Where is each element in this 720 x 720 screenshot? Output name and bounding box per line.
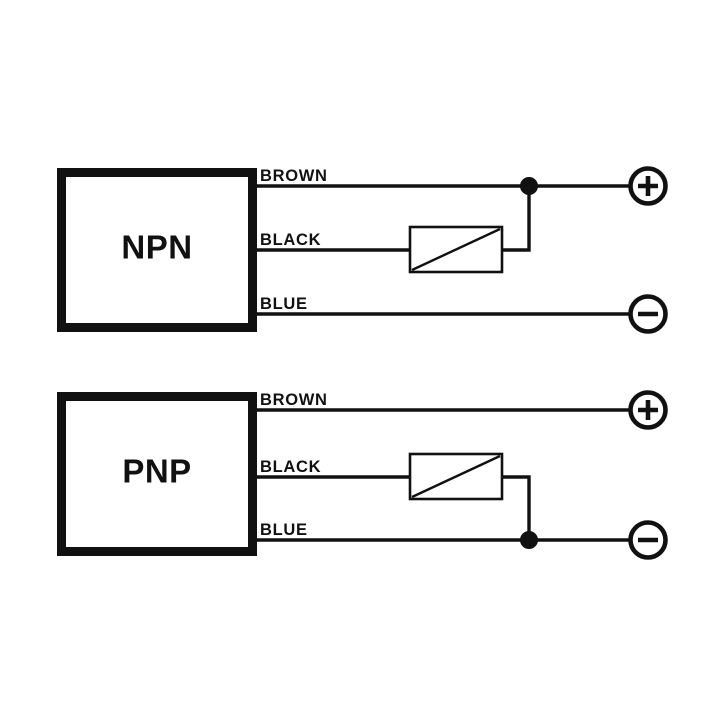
- npn-load-diagonal-icon: [411, 227, 501, 272]
- pnp-negative-terminal: [628, 520, 668, 560]
- pnp-diagram-group: PNP BROWN BLACK BLUE: [57, 390, 668, 560]
- npn-positive-terminal: [628, 166, 668, 206]
- npn-negative-terminal: [628, 294, 668, 334]
- npn-sensor-label: NPN: [121, 229, 192, 266]
- pnp-black-wire-label: BLACK: [260, 458, 321, 476]
- pnp-load-to-junction-wire: [500, 475, 531, 542]
- pnp-blue-wire-label: BLUE: [260, 521, 308, 539]
- npn-junction-dot: [520, 177, 538, 195]
- npn-black-wire-label: BLACK: [260, 231, 321, 249]
- npn-blue-wire-label: BLUE: [260, 295, 308, 313]
- pnp-junction-dot: [520, 531, 538, 549]
- pnp-brown-wire-label: BROWN: [260, 391, 328, 409]
- npn-brown-wire-label: BROWN: [260, 167, 328, 185]
- npn-sensor-box: [57, 168, 257, 332]
- npn-diagram-group: NPN BROWN BLACK BLUE: [57, 166, 668, 334]
- pnp-positive-terminal: [628, 390, 668, 430]
- pnp-sensor-label: PNP: [122, 453, 191, 490]
- pnp-sensor-box: [57, 392, 257, 556]
- pnp-load-diagonal-icon: [411, 454, 501, 499]
- npn-load-to-junction-wire: [500, 184, 531, 252]
